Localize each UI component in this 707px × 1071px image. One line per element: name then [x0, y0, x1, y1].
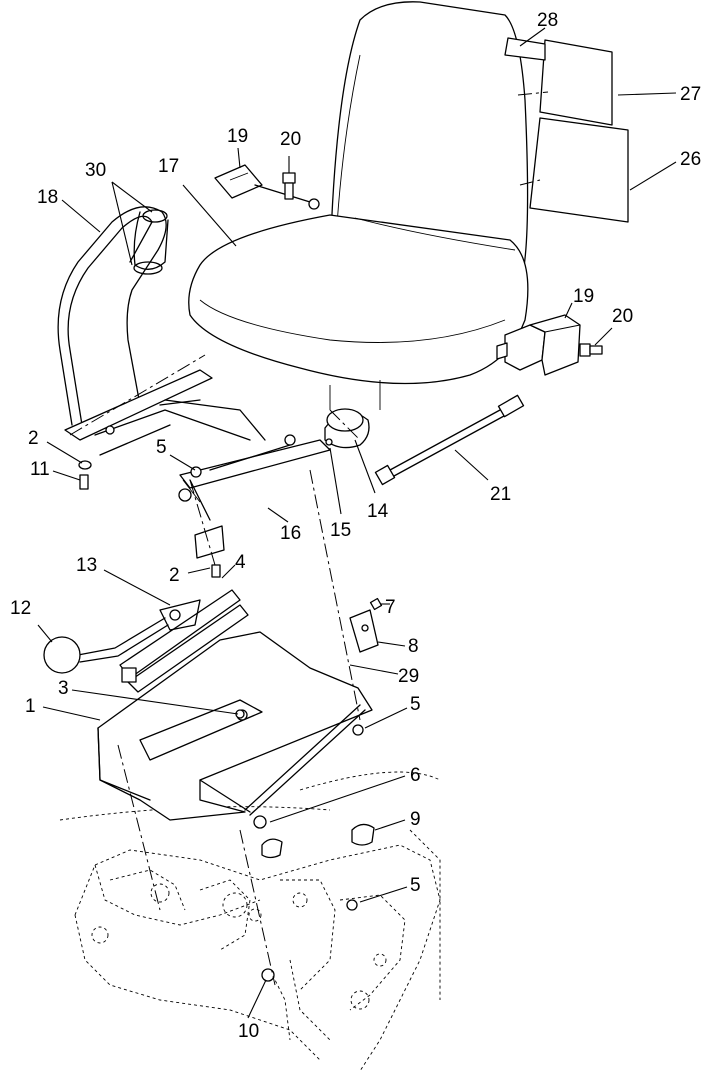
- seat: [188, 1, 529, 410]
- callout-3: 3: [58, 678, 69, 699]
- decal-26-dash: [519, 179, 541, 186]
- decal-28: [504, 37, 546, 61]
- callout-8: 8: [408, 636, 419, 657]
- decal-26: [529, 117, 629, 223]
- bracket-8: [349, 609, 379, 653]
- callout-30: 30: [85, 160, 106, 181]
- callout-2a: 2: [28, 428, 39, 449]
- wire-harness: [374, 394, 525, 486]
- callout-7: 7: [385, 597, 396, 618]
- callout-16: 16: [280, 523, 301, 544]
- callout-18: 18: [37, 187, 58, 208]
- seat-suspension: [64, 369, 331, 559]
- tractor-frame-ghost: [59, 771, 441, 1071]
- callout-27: 27: [680, 84, 701, 105]
- callout-2b: 2: [169, 565, 180, 586]
- callout-9: 9: [410, 809, 421, 830]
- leader-lines: [37, 27, 677, 1019]
- seat-switch: [324, 408, 370, 449]
- decal-27-dash: [517, 91, 549, 96]
- callout-4: 4: [235, 552, 246, 573]
- callout-20a: 20: [280, 129, 301, 150]
- callout-21: 21: [490, 484, 511, 505]
- callout-12: 12: [10, 598, 31, 619]
- callout-28: 28: [537, 10, 558, 31]
- bolt-7: [369, 597, 383, 611]
- callout-19a: 19: [227, 126, 248, 147]
- callout-13: 13: [76, 555, 97, 576]
- callout-20b: 20: [612, 306, 633, 327]
- bolt-upper-20: [282, 172, 296, 200]
- callout-11: 11: [30, 459, 50, 480]
- support-rod: [244, 704, 366, 829]
- callout-5b: 5: [410, 694, 421, 715]
- bolt-lower-20: [579, 343, 603, 357]
- callout-15: 15: [330, 520, 351, 541]
- callout-26: 26: [680, 149, 701, 170]
- seat-belt-buckle-upper: [214, 164, 320, 210]
- seat-belt-retractor-lower: [496, 314, 581, 376]
- callout-6: 6: [410, 765, 421, 786]
- roll-bar-handle: [57, 206, 169, 426]
- callout-17: 17: [158, 156, 179, 177]
- alignment-lines: [69, 354, 361, 986]
- seat-rail: [77, 589, 249, 693]
- callout-5a: 5: [156, 437, 167, 458]
- adjust-knob: [43, 636, 81, 674]
- callout-5c: 5: [410, 875, 421, 896]
- callout-labels: 28 27 26 19 20 30 17 18 19 20 2 5 11 21 …: [10, 10, 701, 1042]
- callout-10: 10: [238, 1021, 259, 1042]
- bumper-9: [261, 823, 375, 859]
- callout-19b: 19: [573, 286, 594, 307]
- callout-29: 29: [398, 666, 419, 687]
- decal-27: [539, 39, 613, 126]
- callout-14: 14: [367, 501, 389, 522]
- callout-1: 1: [25, 696, 36, 717]
